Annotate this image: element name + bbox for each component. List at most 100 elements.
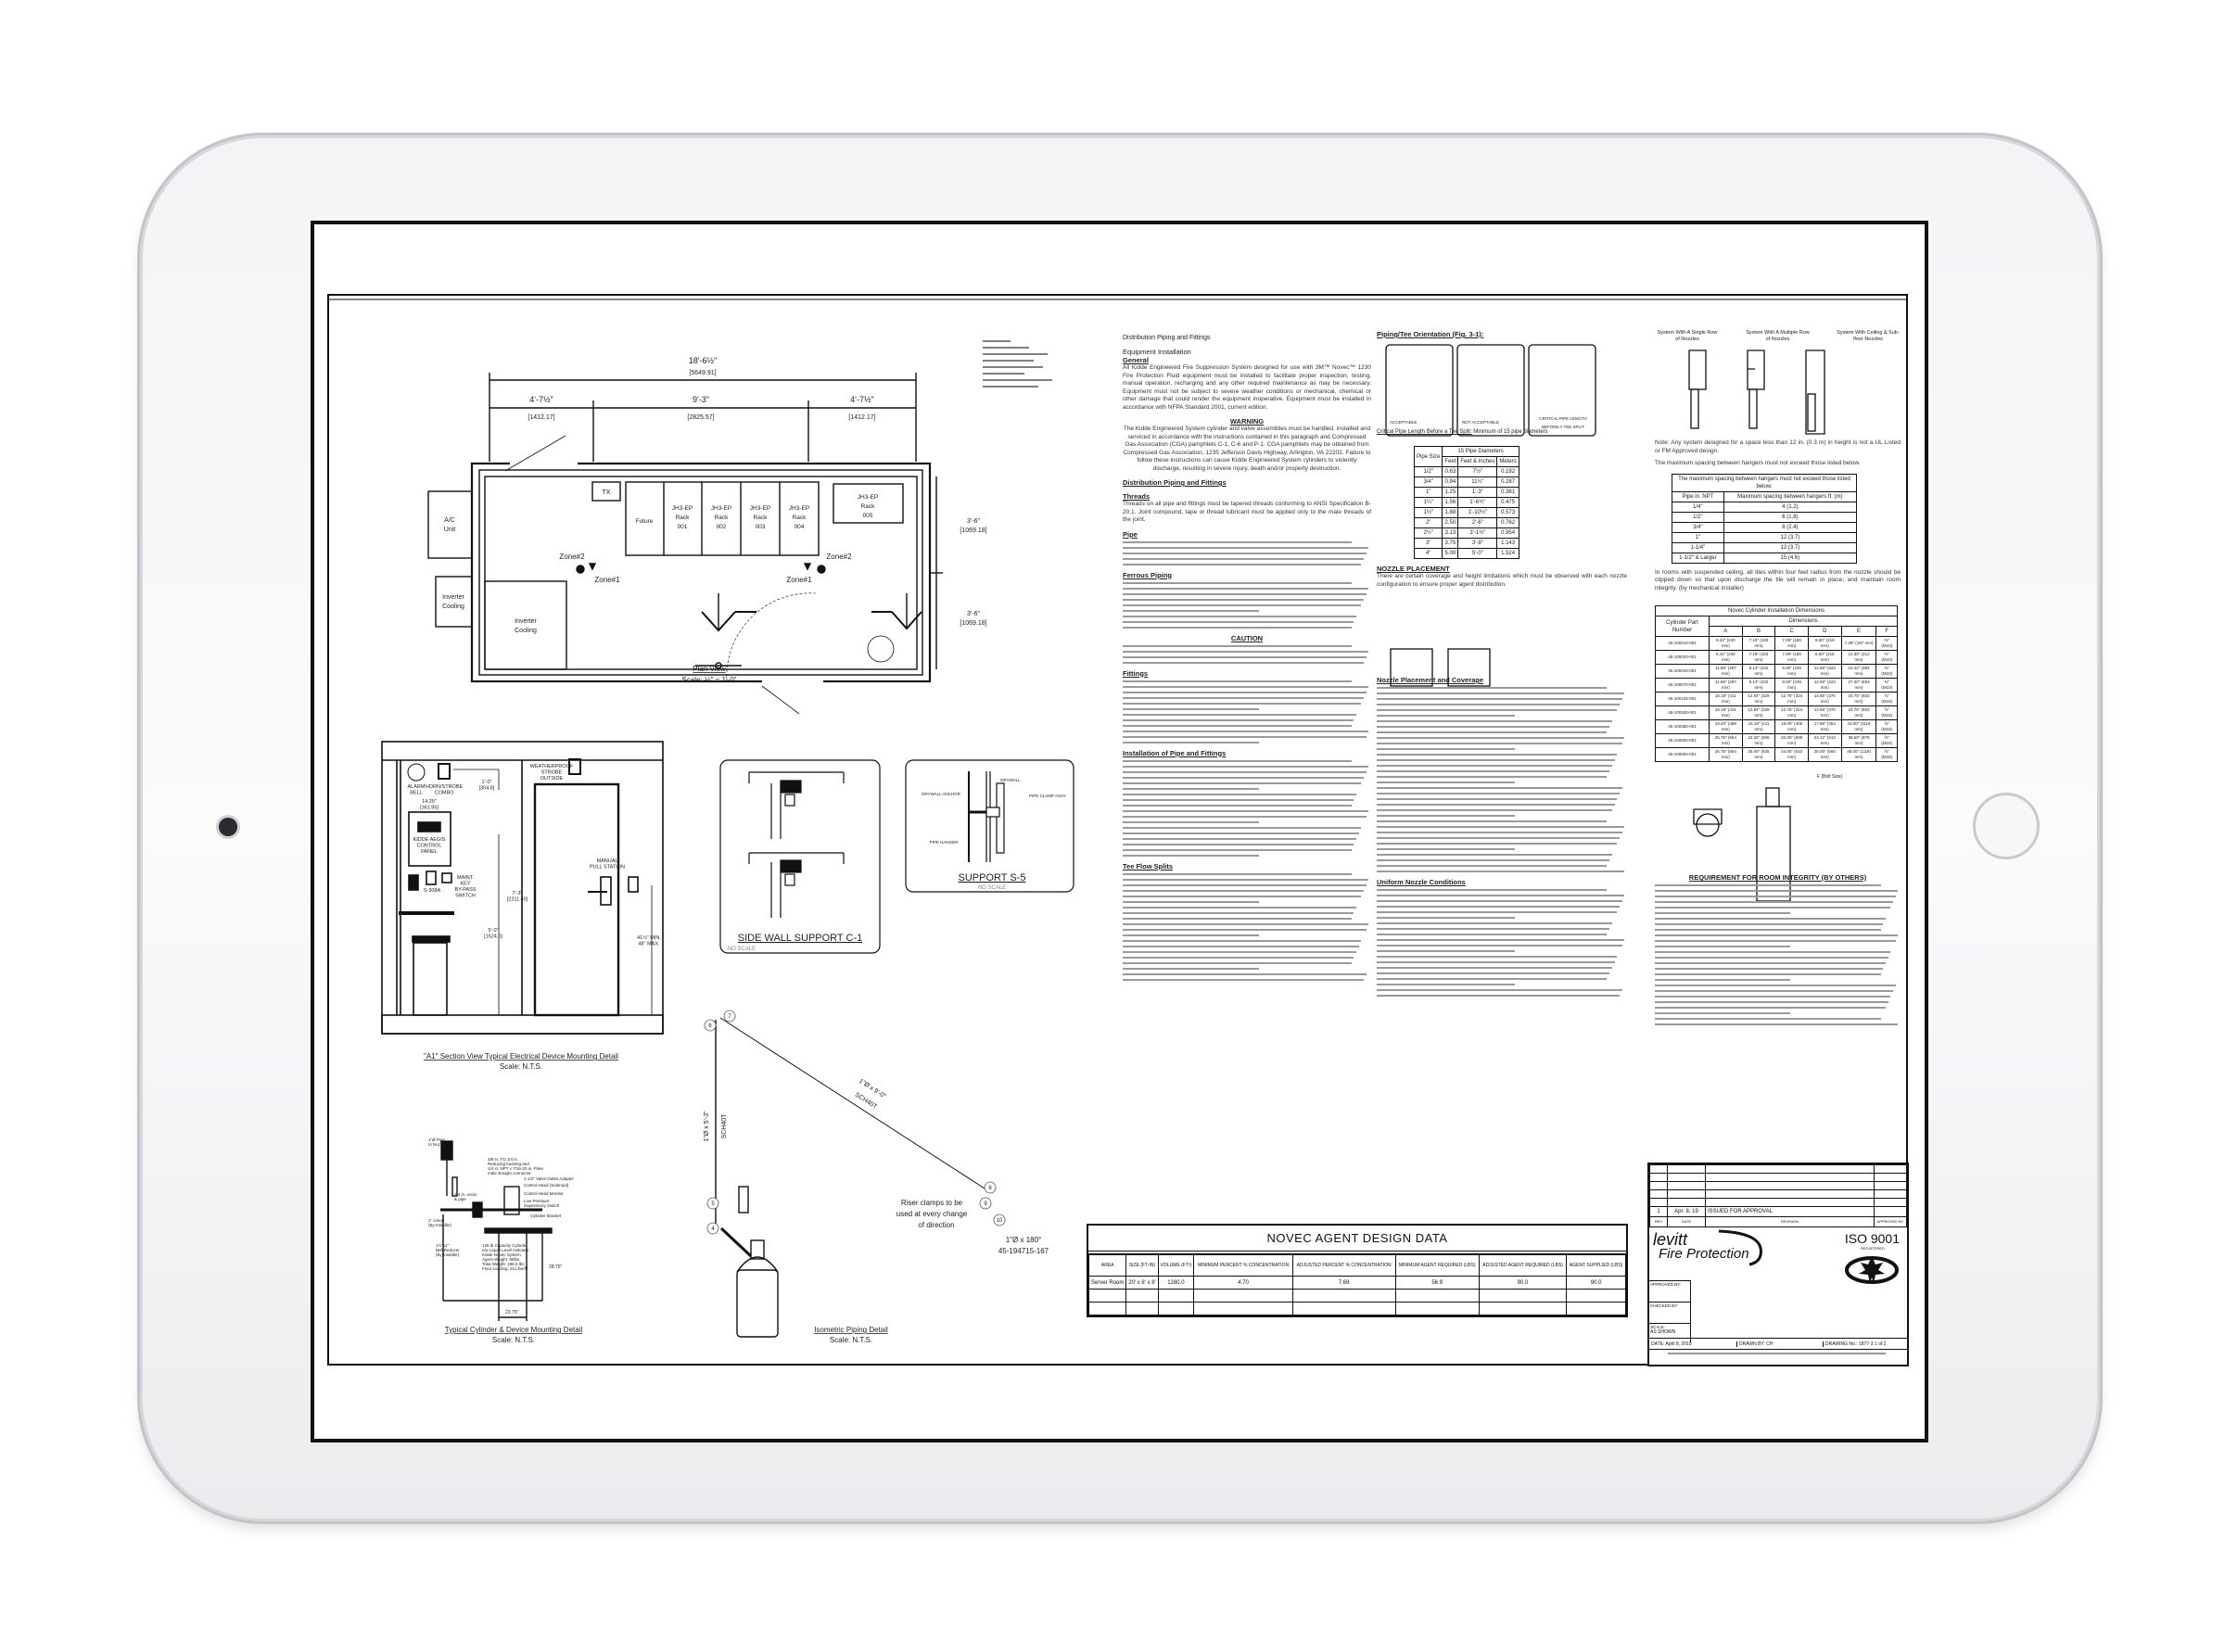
table-cell: REVISION — [1705, 1216, 1875, 1227]
text-line — [1123, 540, 1352, 543]
table-cell: ⅜" (M10) — [1875, 650, 1898, 665]
general-heading: General — [1123, 356, 1149, 364]
dim-height: 28.75" — [549, 1264, 563, 1270]
table-cell: 90.0 — [1478, 1276, 1568, 1290]
node-marker — [979, 1197, 992, 1210]
cylinder-detail-label: male straight connector — [488, 1171, 531, 1175]
table-cell: 0.192 — [1496, 466, 1519, 477]
table-cell — [1705, 1164, 1875, 1174]
rack-label: JH3-EP — [750, 505, 770, 512]
drawn-by-value: CH — [1766, 1341, 1774, 1347]
table-cell: 0.573 — [1496, 507, 1519, 518]
text-line — [1377, 743, 1622, 744]
table-cell: 7.09" (180 mm) — [1774, 636, 1809, 651]
dim-left-mm: [1412.17] — [528, 414, 554, 421]
zone-label: Zone#2 — [559, 553, 585, 561]
drawing-border — [327, 294, 1908, 1366]
node-marker — [723, 1010, 736, 1023]
side-wall-support-title: SIDE WALL SUPPORT C-1 — [738, 933, 862, 944]
sheet-number: 1 of 2 — [1874, 1341, 1887, 1347]
table-cell — [1291, 1302, 1396, 1315]
table-cell: 0.475 — [1496, 497, 1519, 508]
table-cell: 1.56 — [1442, 497, 1459, 508]
cylinder-detail-label: & pipe — [454, 1197, 466, 1201]
paragraph-text-lines — [1123, 581, 1371, 629]
table-cell — [1874, 1181, 1907, 1190]
inverter-cooling-inside — [484, 580, 567, 670]
table-cell: 25.75" (654 mm) — [1708, 733, 1743, 748]
inverter-cooling-label: Cooling — [442, 604, 464, 610]
table-cell: 1" — [1672, 531, 1724, 543]
nozzle-system-sketches — [1385, 344, 1825, 902]
dim-panel-height-label: 5'-0" — [489, 928, 499, 934]
table-cell — [1667, 1189, 1706, 1199]
cylinder-detail-label: 1/4 in. NPT x 7/16-20 in. Flare — [488, 1166, 543, 1171]
table-cell: 20.00" (508 mm) — [1774, 733, 1809, 748]
cylinder-detail-label: Cylinder Bracket — [530, 1214, 562, 1218]
table-row — [1087, 1289, 1626, 1303]
system-label: System With A Multiple Row of Nozzles — [1746, 330, 1810, 342]
table-cell: 45-100020-001 — [1655, 650, 1710, 665]
table-cell: ⅜" (M10) — [1875, 664, 1898, 679]
table-cell: 2.50 — [1442, 517, 1459, 528]
table-cell: 12.69" (322 mm) — [1807, 678, 1842, 693]
text-line — [1123, 713, 1356, 716]
table-cell — [1566, 1302, 1626, 1315]
support-s5-title: SUPPORT S-5 — [959, 872, 1026, 883]
table-caption-row: Novec Cylinder Installation Dimensions — [1655, 605, 1898, 616]
zone-label: Zone#1 — [786, 576, 812, 584]
dim-horn-label: [304.8] — [479, 786, 495, 792]
maple-leaf-seal-icon — [1845, 1256, 1899, 1284]
paragraph-text-lines — [1123, 680, 1371, 743]
side-wall-support-note: NO SCALE — [728, 947, 756, 952]
dim-horn-label: 1'-0" — [482, 780, 492, 785]
dim-overall-mm: [5649.91] — [689, 370, 716, 376]
text-line — [1123, 741, 1260, 743]
node-number: 10 — [997, 1218, 1003, 1224]
table-cell: 19.20" (488 mm) — [1708, 719, 1743, 734]
pull-station-label: PULL STATION — [590, 865, 625, 870]
rack-label: Rack — [676, 515, 691, 521]
iso-sub-label: REGISTERED — [1860, 1246, 1885, 1251]
table-cell — [1125, 1289, 1159, 1303]
dim-panel-label: [361.95] — [420, 806, 439, 811]
symbol-legend — [983, 340, 1052, 388]
rack-label: JH3-EP — [711, 505, 731, 512]
table-cell: 2" — [1413, 517, 1443, 528]
text-line — [1655, 1023, 1899, 1025]
table-cell: ⅝" (M16) — [1875, 692, 1898, 706]
text-line — [1123, 702, 1362, 705]
table-cell: 45-100040-001 — [1655, 664, 1710, 679]
text-line — [1123, 644, 1352, 647]
text-line — [1377, 759, 1615, 761]
node-marker — [993, 1214, 1006, 1226]
table-cell: 24.00" (610 mm) — [1774, 747, 1809, 762]
table-cell: DATE — [1667, 1216, 1706, 1227]
text-line — [1377, 748, 1515, 750]
table-cell: 0.94 — [1442, 477, 1459, 488]
dim-left: 4'-7½" — [529, 395, 553, 404]
table-cell: 0.762 — [1496, 517, 1519, 528]
table-cell: 1 — [1649, 1206, 1668, 1217]
cylinder-detail-label: c/w Liquid Level Indicator — [482, 1248, 529, 1252]
table-cell — [1193, 1289, 1293, 1303]
table-cell — [1649, 1164, 1668, 1174]
table-cell: 1¼" — [1413, 497, 1443, 508]
table-cell — [1649, 1198, 1668, 1207]
table-cell: 12.94" (329 mm) — [1741, 692, 1776, 706]
text-line — [1123, 883, 1367, 886]
rack-label: 004 — [795, 524, 805, 530]
table-cell: Dimensions — [1708, 616, 1899, 627]
ac-unit-label: A/C — [444, 517, 455, 524]
dim-door-label: 7'-3" — [513, 891, 523, 896]
table-cell — [1667, 1181, 1706, 1190]
inverter-cooling-label: Cooling — [515, 628, 537, 634]
node-number: 5 — [711, 1201, 715, 1207]
home-button[interactable] — [1973, 793, 2040, 859]
